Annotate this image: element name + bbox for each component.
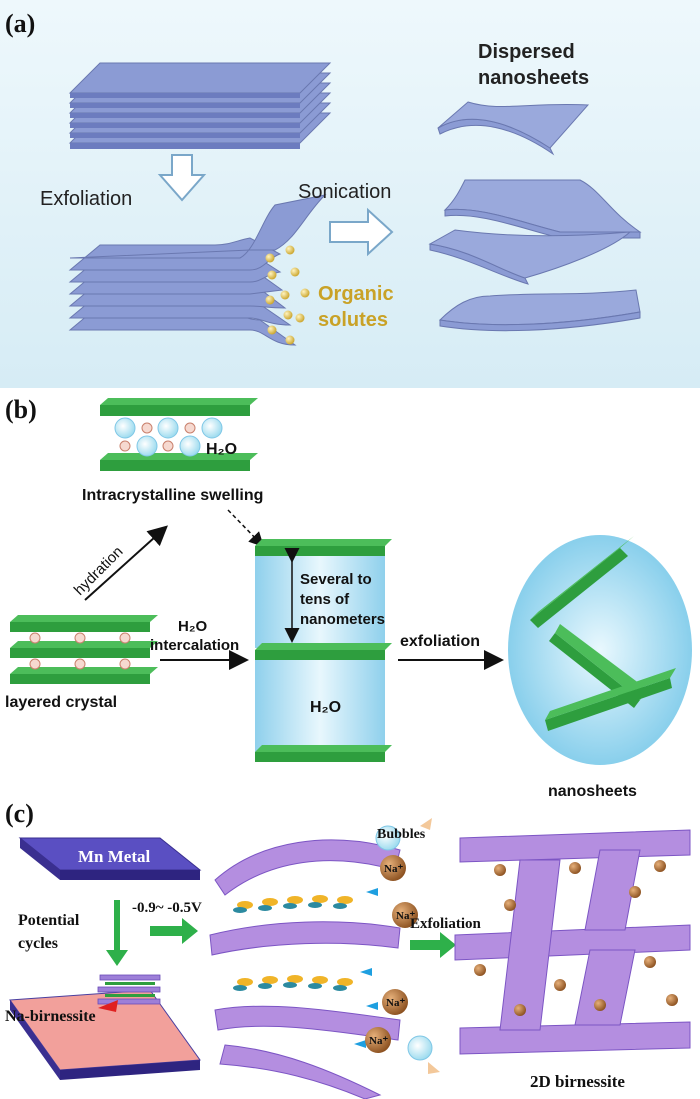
layered-stack-exfoliating xyxy=(68,194,327,346)
panel-b: (b) H₂O Intracrystalline swelling hydrat… xyxy=(5,395,692,800)
bubble-arrow-top xyxy=(420,818,432,830)
layered-crystal-label: layered crystal xyxy=(5,694,117,711)
panel-b-label: (b) xyxy=(5,395,37,424)
potential-down-arrow xyxy=(106,900,128,966)
sonication-label: Sonication xyxy=(298,181,391,203)
sonication-right-arrow xyxy=(329,207,394,257)
exfoliation-down-arrow xyxy=(157,154,207,202)
exfoliating-birnessite-layers xyxy=(209,839,401,1099)
panel-c-label: (c) xyxy=(5,799,34,828)
bubble-top xyxy=(375,825,401,851)
voltage-label: -0.9~ -0.5V xyxy=(132,900,202,916)
organic-label-line2: solutes xyxy=(318,309,388,331)
h2o-mid-label: H₂O xyxy=(310,699,341,716)
intercalated-crystal xyxy=(255,539,392,762)
layered-stack-pristine xyxy=(68,62,332,149)
exfoliation-right-arrow xyxy=(410,932,456,958)
potential-label-line2: cycles xyxy=(18,935,58,952)
dispersed-nanosheets xyxy=(428,101,642,332)
spacing-label-line3: nanometers xyxy=(300,611,385,628)
h2o-top-label: H₂O xyxy=(206,441,237,458)
potential-label-line1: Potential xyxy=(18,912,80,929)
layered-crystal xyxy=(10,615,158,684)
na-ion-label-3: Na⁺ xyxy=(386,997,405,1009)
swelling-label: Intracrystalline swelling xyxy=(82,487,263,504)
exfoliation-label-b: exfoliation xyxy=(400,633,480,650)
panel-a: (a) Exfoliation Sonication Dispersed nan… xyxy=(0,0,700,388)
organic-label-line1: Organic xyxy=(318,283,394,305)
na-ion-label-2: Na⁺ xyxy=(396,910,415,922)
mn-metal-plate xyxy=(18,837,202,880)
na-birnessite-plate xyxy=(9,974,201,1080)
exfoliation-label: Exfoliation xyxy=(40,188,132,210)
na-ions xyxy=(365,855,418,1053)
2d-birnessite-network xyxy=(454,829,691,1055)
2d-birnessite-label: 2D birnessite xyxy=(530,1072,625,1091)
nanosheets-label: nanosheets xyxy=(548,783,637,800)
na-birnessite-label: Na-birnessite xyxy=(5,1008,96,1025)
bubbles-label: Bubbles xyxy=(377,827,426,842)
hydration-arrow xyxy=(84,525,168,601)
oval-nanosheets xyxy=(530,536,676,731)
intercalation-label-line2: intercalation xyxy=(150,637,239,654)
organic-solute-beads xyxy=(265,245,310,345)
intercalation-label-line1: H₂O xyxy=(178,618,207,635)
bubble-arrow-bottom xyxy=(428,1062,440,1074)
na-ion-label-4: Na⁺ xyxy=(369,1035,388,1047)
voltage-right-arrow xyxy=(150,918,198,944)
mn-metal-label: Mn Metal xyxy=(78,847,151,866)
exfoliation-label-c: Exfoliation xyxy=(410,916,481,932)
dispersed-label-line1: Dispersed xyxy=(478,41,575,63)
na-ion-label-1: Na⁺ xyxy=(384,863,403,875)
spacing-label-line2: tens of xyxy=(300,591,350,608)
dispersed-label-line2: nanosheets xyxy=(478,67,589,89)
na-migration-arrows xyxy=(354,888,378,1048)
swelling-crystal xyxy=(100,398,258,471)
dispersion-oval xyxy=(508,535,692,765)
swelling-to-intercalated-arrow xyxy=(227,509,265,548)
spacing-label-line1: Several to xyxy=(300,571,372,588)
2d-birnessite-na-spheres xyxy=(474,860,678,1016)
panel-c: (c) Mn Metal Potential cycles xyxy=(5,799,691,1099)
bubble-bottom xyxy=(407,1035,433,1061)
panel-a-label: (a) xyxy=(5,9,35,38)
